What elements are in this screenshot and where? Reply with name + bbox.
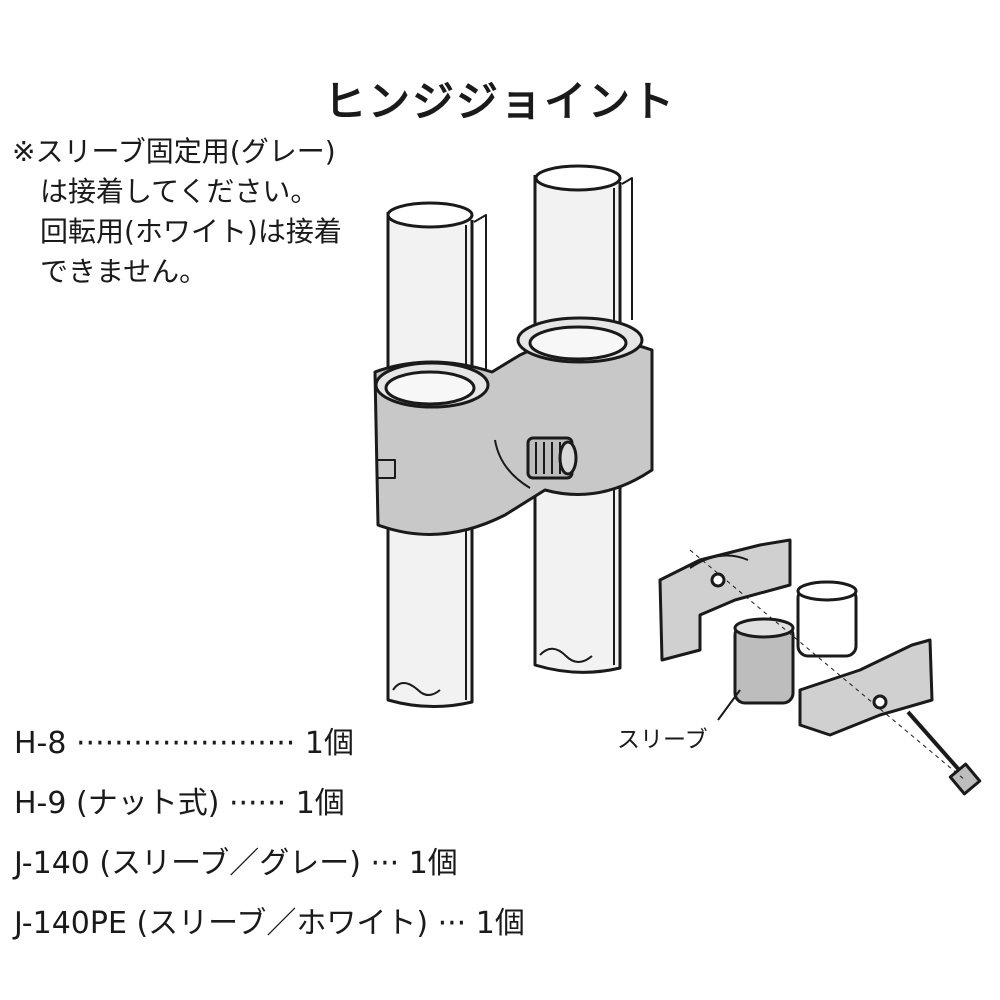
usage-note: ※スリーブ固定用(グレー) は接着してください。 回転用(ホワイト)は接着 でき… bbox=[12, 132, 342, 292]
note-line-4: できません。 bbox=[40, 255, 208, 288]
note-line-1: ※スリーブ固定用(グレー) bbox=[12, 135, 336, 168]
hex-nut bbox=[526, 436, 578, 480]
joint-body bbox=[373, 316, 654, 536]
sleeve-callout-label: スリーブ bbox=[617, 727, 708, 753]
exploded-view bbox=[658, 538, 982, 796]
parts-list-item: J-140PE (スリーブ／ホワイト) ··· 1個 bbox=[14, 906, 525, 941]
note-line-2: は接着してください。 bbox=[40, 175, 319, 208]
page-title: ヒンジジョイント bbox=[323, 77, 676, 126]
parts-list-item: H-9 (ナット式) ······ 1個 bbox=[14, 786, 345, 821]
note-line-3: 回転用(ホワイト)は接着 bbox=[40, 215, 342, 248]
parts-list-item: H-8 ······················· 1個 bbox=[14, 726, 354, 761]
parts-list-item: J-140 (スリーブ／グレー) ··· 1個 bbox=[14, 846, 458, 881]
